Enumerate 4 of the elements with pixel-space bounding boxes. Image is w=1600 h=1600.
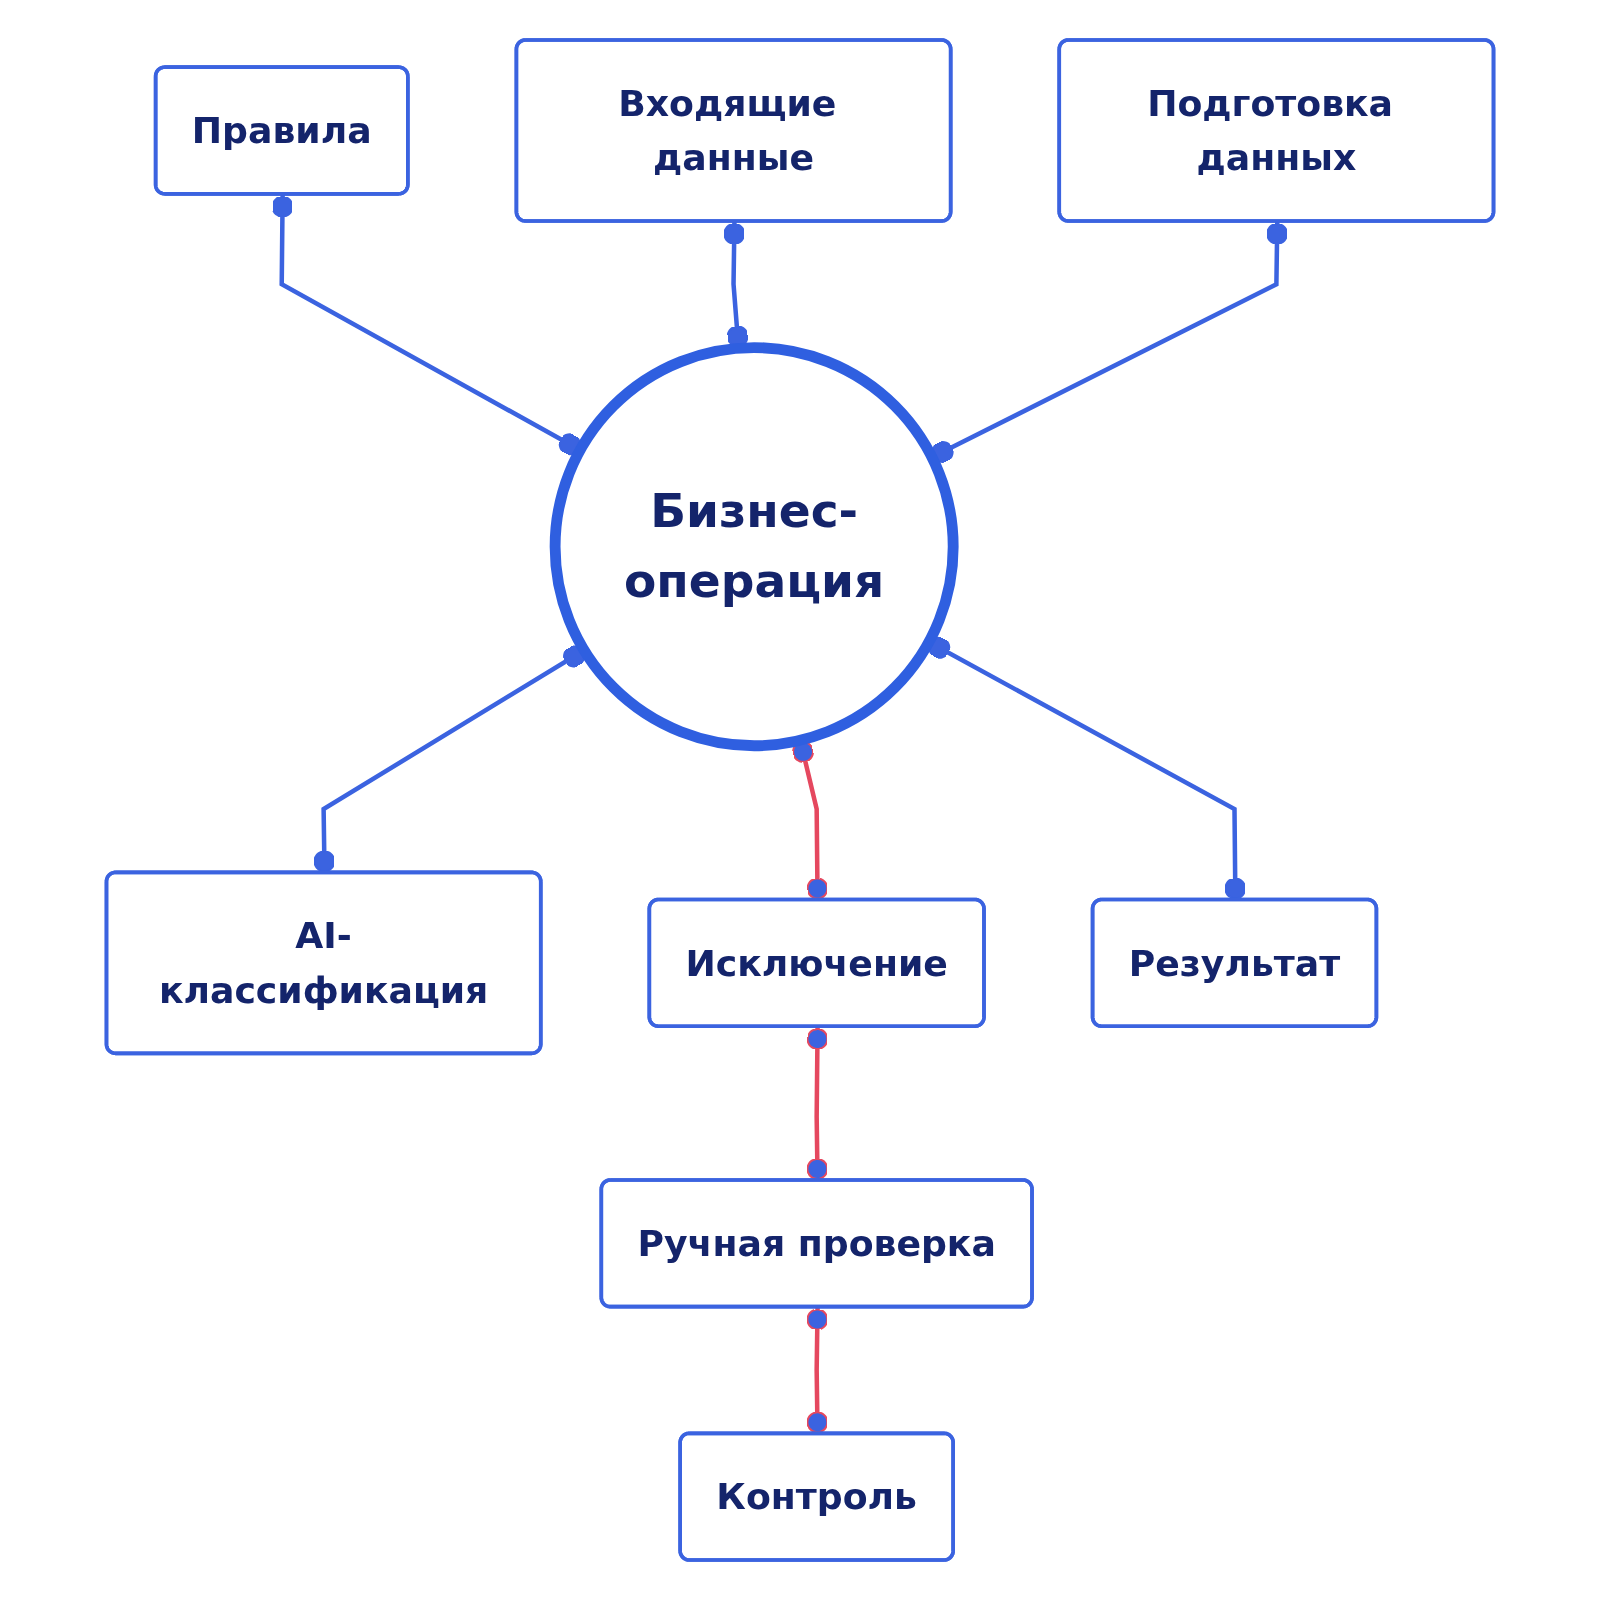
node-circle: Бизнес-операция: [549, 342, 959, 752]
connector: [931, 221, 1289, 463]
connector: [271, 194, 582, 456]
connector: [806, 1027, 829, 1181]
